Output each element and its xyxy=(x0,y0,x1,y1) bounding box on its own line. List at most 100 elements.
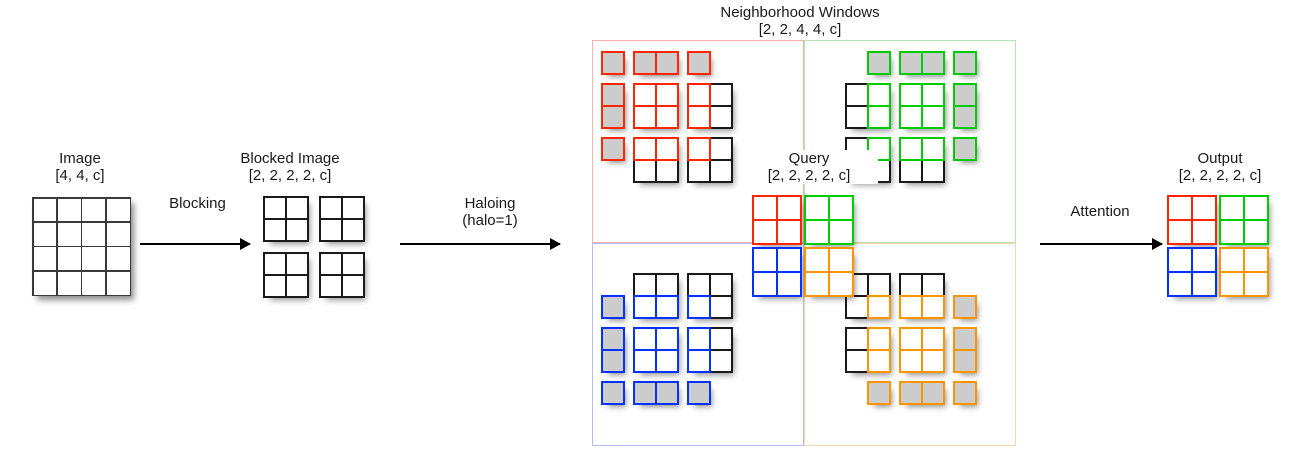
window-cell xyxy=(866,104,892,130)
window-cell xyxy=(632,136,658,162)
window-cell xyxy=(775,218,803,246)
halo-top-tile xyxy=(898,50,946,76)
window-cell xyxy=(284,195,310,221)
window-cell xyxy=(775,270,803,298)
window-block-bottom xyxy=(898,272,946,320)
window-block-right xyxy=(686,326,734,374)
window-cell xyxy=(262,217,288,243)
attention-label-text: Attention xyxy=(1070,203,1130,220)
blocked-image-block xyxy=(262,195,310,243)
halo-left-tile xyxy=(600,82,626,130)
halo-cell xyxy=(952,348,978,374)
image-cell xyxy=(33,222,57,246)
image-cell xyxy=(106,198,130,222)
halo-cell xyxy=(898,380,924,406)
window-cell xyxy=(1218,194,1246,222)
halo-cell xyxy=(600,326,626,352)
window-cell xyxy=(898,158,924,184)
output-block-red xyxy=(1166,194,1218,246)
halo-cell xyxy=(952,136,978,162)
window-cell xyxy=(920,326,946,352)
window-cell xyxy=(1190,270,1218,298)
window-cell xyxy=(654,294,680,320)
halo-corner-tile xyxy=(600,50,626,76)
image-cell xyxy=(57,247,81,271)
halo-corner-tile xyxy=(952,380,978,406)
window-cell xyxy=(1166,218,1194,246)
output-label: Output xyxy=(1197,150,1243,167)
window-cell xyxy=(262,251,288,277)
blocked-image-group xyxy=(262,195,368,301)
window-cell xyxy=(632,104,658,130)
halo-cell xyxy=(920,50,946,76)
arrow-attention xyxy=(1040,243,1162,245)
arrow-blocking xyxy=(140,243,250,245)
halo-cell xyxy=(600,136,626,162)
window-cell xyxy=(866,272,892,298)
image-cell xyxy=(33,271,57,295)
window-cell xyxy=(708,158,734,184)
window-cell xyxy=(708,136,734,162)
halo-top-corner-tile xyxy=(686,50,712,76)
window-cell xyxy=(654,136,680,162)
query-block-orange xyxy=(803,246,855,298)
arrow-haloing xyxy=(400,243,560,245)
window-cell xyxy=(1190,194,1218,222)
window-cell xyxy=(751,218,779,246)
window-cell xyxy=(686,158,712,184)
blocked-image-block xyxy=(318,251,366,299)
window-cell xyxy=(654,326,680,352)
neighborhood-window-green xyxy=(844,50,1006,212)
window-cell xyxy=(708,326,734,352)
window-cell xyxy=(632,272,658,298)
halo-cell xyxy=(600,348,626,374)
window-cell xyxy=(1166,270,1194,298)
neighborhood-window-blue xyxy=(600,272,762,434)
halo-cell xyxy=(654,50,680,76)
image-cell xyxy=(106,271,130,295)
arrow-haloing-label: Haloing (halo=1) xyxy=(462,195,518,229)
image-cell xyxy=(57,271,81,295)
image-cell xyxy=(106,222,130,246)
query-label: Query xyxy=(788,150,830,167)
output-caption: Output [2, 2, 2, 2, c] xyxy=(1150,150,1290,184)
window-cell xyxy=(803,246,831,274)
window-cell xyxy=(1166,194,1194,222)
halo-left-corner-tile xyxy=(600,136,626,162)
quadrant-box-blue xyxy=(592,243,804,446)
query-block-red xyxy=(751,194,803,246)
image-cell xyxy=(33,198,57,222)
window-cell xyxy=(827,270,855,298)
halo-cell xyxy=(654,380,680,406)
window-cell xyxy=(844,348,870,374)
window-cell xyxy=(844,104,870,130)
window-cell xyxy=(844,326,870,352)
halo-left-corner-tile xyxy=(600,294,626,320)
query-block-green xyxy=(803,194,855,246)
blocked-image-caption: Blocked Image [2, 2, 2, 2, c] xyxy=(200,150,380,184)
window-cell xyxy=(340,251,366,277)
halo-top-tile xyxy=(632,50,680,76)
halo-cell xyxy=(898,50,924,76)
image-grid xyxy=(32,197,131,296)
window-cell xyxy=(1242,270,1270,298)
halo-cell xyxy=(952,104,978,130)
window-cell xyxy=(708,348,734,374)
halo-cell xyxy=(600,50,626,76)
window-cell xyxy=(632,326,658,352)
window-cell xyxy=(632,158,658,184)
halo-cell xyxy=(866,50,892,76)
halo-left-corner-tile xyxy=(952,136,978,162)
window-cell xyxy=(654,348,680,374)
window-cell xyxy=(866,348,892,374)
window-cell xyxy=(340,217,366,243)
halo-cell xyxy=(632,380,658,406)
image-cell xyxy=(57,198,81,222)
window-cell xyxy=(898,326,924,352)
halo-top-corner-tile xyxy=(866,380,892,406)
window-cell xyxy=(708,294,734,320)
window-cell xyxy=(827,194,855,222)
window-cell xyxy=(284,251,310,277)
halo-left-tile xyxy=(952,326,978,374)
